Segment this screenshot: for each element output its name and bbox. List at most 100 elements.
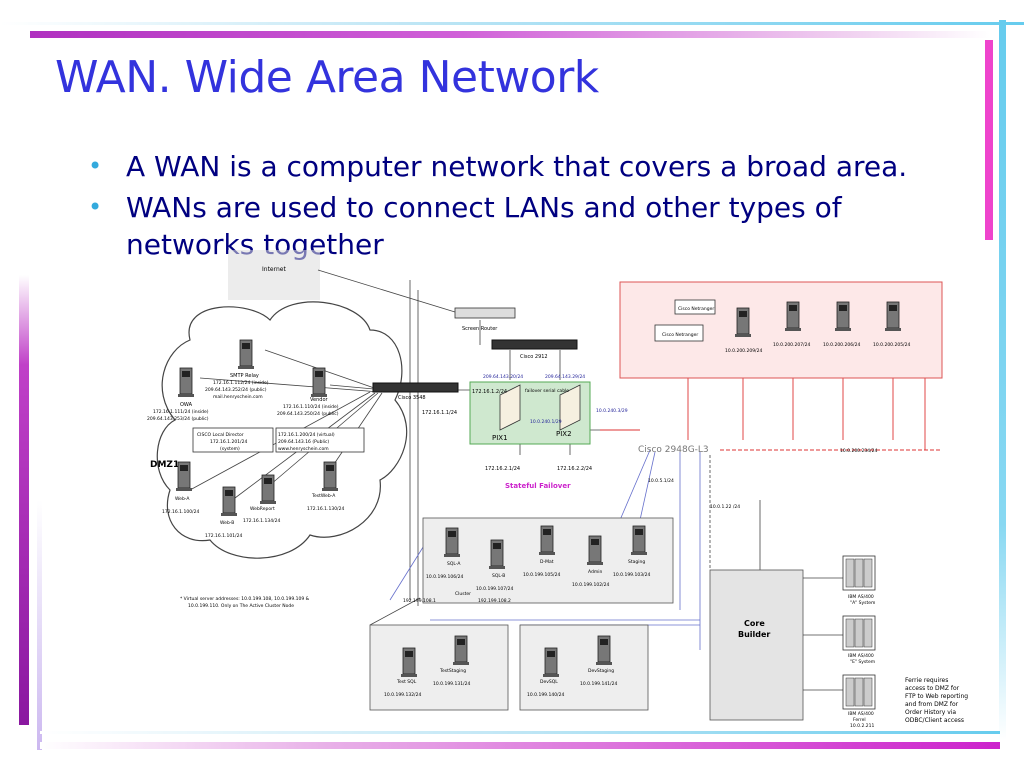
local-director-label: CISCO Local Director (197, 432, 244, 438)
pix-e0b: 209.64.143.29/24 (545, 374, 585, 380)
vendor-label: Vendor (310, 397, 329, 403)
ibm-a-icon (842, 555, 876, 591)
bullet-list: • A WAN is a computer network that covers… (88, 148, 948, 267)
dev-staging-server-icon (595, 635, 613, 666)
vendor-public: 209.64.143.250/24 (public) (277, 411, 339, 417)
left-magenta-bar (19, 275, 29, 725)
websense-server-icon (784, 301, 802, 332)
cisco-2912-switch (491, 339, 578, 350)
pix-e2a: 172.16.2.1/24 (485, 466, 520, 472)
ferrie-note-6: ODBC/Client access (905, 717, 964, 724)
ferrie-note-4: and from DMZ for (905, 701, 959, 708)
cluster-label: Cluster (455, 591, 471, 597)
netranger-1 (674, 299, 716, 315)
right-magenta-bar (985, 40, 993, 240)
web-a-label: Web-A (175, 496, 190, 502)
web-b-label: Web-B (220, 520, 234, 526)
net-mid1-label: 10.0.5.1/24 (648, 478, 674, 484)
smtp-public: 209.64.143.252/24 (public) (205, 387, 267, 393)
ibm-f-icon (842, 674, 876, 710)
bullet-dot-icon: • (88, 152, 103, 180)
ibm-e-icon (842, 615, 876, 651)
sql-a-server-icon (443, 527, 461, 558)
d-mat-server-icon (538, 525, 556, 556)
d-mat-label: D-Mat (540, 559, 554, 565)
local-director-system: (system) (220, 446, 240, 452)
webcache-server-icon (884, 301, 902, 332)
smtp-label: SMTP Relay (230, 373, 259, 379)
ferrie-note-2: access to DMZ for (905, 685, 960, 692)
pix-e1b: 10.0.240.3/29 (596, 408, 628, 414)
ferrie-note-1: Ferrie requires (905, 677, 948, 684)
virtual-address-3: www.henryschein.com (278, 446, 329, 452)
virtual-address-2: 209.64.143.16 (Public) (278, 439, 329, 445)
test-staging-ip: 10.0.199.131/24 (433, 681, 470, 687)
webreport-label: WebReport (250, 506, 275, 512)
dev-staging-label: DevStaging (588, 668, 614, 674)
sql-b-server-icon (488, 539, 506, 570)
weblog-label: 10.0.200.206/24 (823, 342, 860, 348)
admin-server-icon (586, 535, 604, 566)
cluster-ip-2: 192.199.108.2 (478, 598, 511, 604)
bottom-blue-bar (40, 731, 1000, 734)
monitor-label: 10.0.200.209/24 (725, 348, 762, 354)
screen-router (454, 307, 516, 319)
monitor-server-icon (734, 307, 752, 338)
pix-e0a: 209.64.143.20/24 (483, 374, 523, 380)
smtp-ip: 172.16.1.112/24 (inside) (213, 380, 269, 386)
staging-ip: 10.0.199.103/24 (613, 572, 650, 578)
dev-sql-label: DevSQL (540, 679, 558, 685)
vendor-server-icon (310, 367, 328, 398)
cisco-3548-label: Cisco 3548 (398, 395, 426, 401)
pix-e2b: 172.16.2.2/24 (557, 466, 592, 472)
pix1-firewall (499, 384, 521, 431)
local-director (192, 427, 274, 453)
admin-label: Admin (588, 569, 602, 575)
webcache-label: 10.0.200.205/24 (873, 342, 910, 348)
stateful-failover-label: Stateful Failover (505, 482, 571, 490)
virtual-note-1: * Virtual server addresses: 10.0.199.108… (180, 596, 310, 602)
sql-a-label: SQL-A (447, 561, 461, 567)
cisco-2912-label: Cisco 2912 (520, 354, 548, 360)
weblog-server-icon (834, 301, 852, 332)
pix-e3b: 172.16.1.2/24 (472, 389, 507, 395)
core-builder-label-1: Core (744, 619, 765, 628)
admin-ip: 10.0.199.102/24 (572, 582, 609, 588)
smtp-server-icon (237, 339, 255, 370)
web-a-ip: 172.16.1.100/24 (162, 509, 199, 515)
internet-label: Internet (262, 266, 286, 273)
bottom-magenta-bar (40, 742, 1000, 749)
ibm-a-label: IBM AS/400 (848, 594, 874, 600)
dev-sql-server-icon (542, 647, 560, 678)
web-b-server-icon (220, 486, 238, 517)
bullet-text: A WAN is a computer network that covers … (126, 150, 908, 183)
netranger-1-label: Cisco Netranger (678, 306, 714, 312)
vendor-ip: 172.16.1.110/24 (inside) (283, 404, 339, 410)
cisco-2948-label: Cisco 2948G-L3 (638, 445, 709, 455)
websense-label: 10.0.200.207/24 (773, 342, 810, 348)
dev-staging-ip: 10.0.199.141/24 (580, 681, 617, 687)
virtual-note-2: 10.0.199.110. Only on The Active Cluster… (188, 603, 294, 609)
pix2-label: PIX2 (556, 430, 572, 438)
owa-server-icon (177, 367, 195, 398)
sql-b-label: SQL-B (492, 573, 505, 579)
net-right-label: 10.0.200.234/24 (840, 448, 877, 454)
pix-e3a: 172.16.1.1/24 (422, 410, 457, 416)
ibm-a-system: "A" System (850, 600, 875, 606)
staging-server-icon (630, 525, 648, 556)
screen-router-label: Screen Router (462, 326, 498, 332)
ibm-f-ip: 10.0.2.211 (850, 723, 874, 729)
left-lavender-bar (37, 500, 42, 750)
virtual-address-1: 172.16.1.200/24 (virtual) (278, 432, 335, 438)
test-sql-label: Test SQL (396, 679, 417, 685)
failover-cable-label: failover serial cable (525, 388, 569, 394)
web-b-ip: 172.16.1.101/24 (205, 533, 242, 539)
test-sql-server-icon (400, 647, 418, 678)
test-staging-server-icon (452, 635, 470, 666)
webreport-ip: 172.16.1.134/24 (243, 518, 280, 524)
core-builder-box (709, 569, 804, 721)
bullet-text: WANs are used to connect LANs and other … (126, 191, 842, 261)
netranger-2 (654, 324, 704, 342)
netranger-2-label: Cisco Netranger (662, 332, 698, 338)
